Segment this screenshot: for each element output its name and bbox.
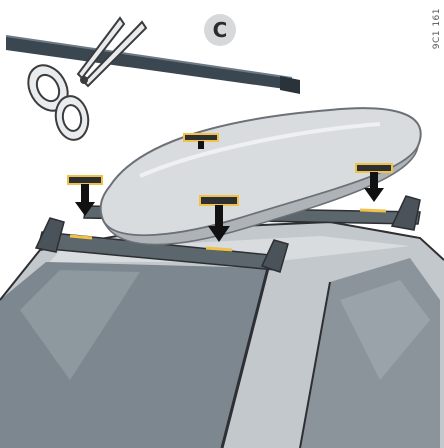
scissors-icon <box>20 18 146 142</box>
step-letter: C <box>213 20 228 40</box>
step-badge: C <box>204 14 236 46</box>
figure-code: 9C1 161 <box>432 8 442 49</box>
